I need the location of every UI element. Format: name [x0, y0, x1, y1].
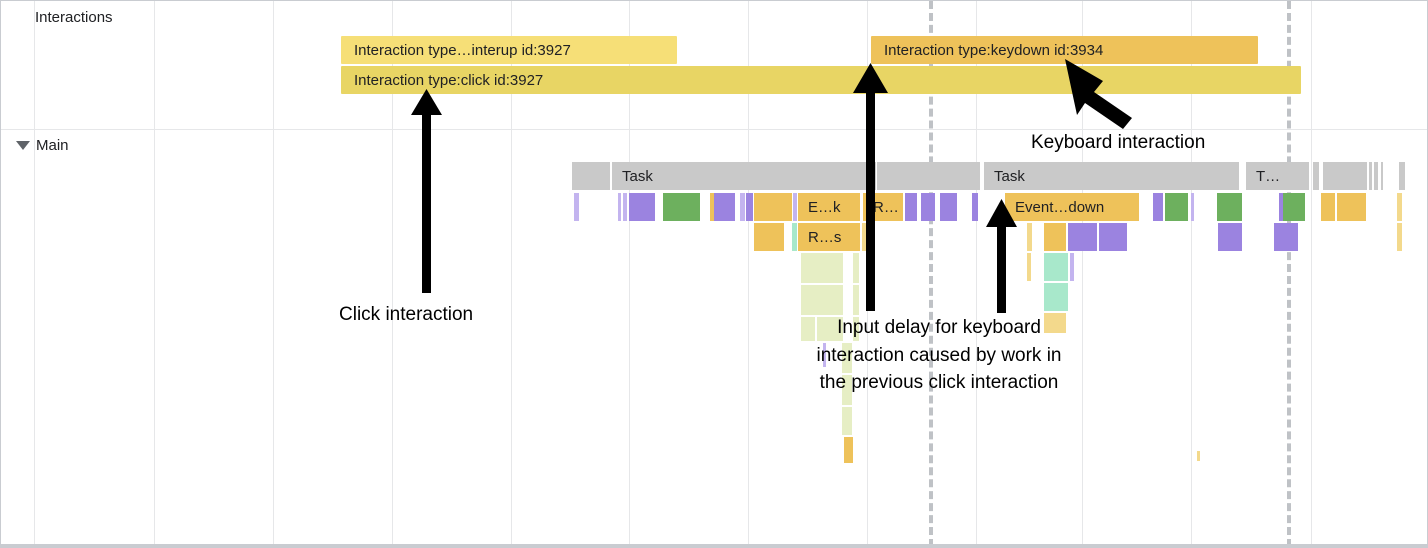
flame-deep-block[interactable]	[1044, 313, 1066, 333]
flame-event-block[interactable]	[1191, 193, 1194, 221]
track-label-interactions: Interactions	[35, 9, 113, 26]
flame-event-block[interactable]	[663, 193, 700, 221]
flame-block-label: R…s	[808, 228, 842, 246]
keyboard-interaction-annotation: Keyboard interaction	[1031, 132, 1206, 153]
flame-task-block[interactable]	[1381, 162, 1383, 190]
flame-task-block[interactable]: Task	[984, 162, 1239, 190]
flame-deep-block[interactable]	[1027, 253, 1031, 281]
flame-event-block[interactable]	[754, 193, 792, 221]
input-delay-arrow-left	[853, 63, 888, 311]
flame-subevent-block[interactable]	[862, 223, 866, 251]
flame-task-block[interactable]: Task	[612, 162, 872, 190]
flame-event-block[interactable]	[740, 193, 745, 221]
flame-event-block[interactable]	[1165, 193, 1188, 221]
flame-deep-block[interactable]	[1070, 253, 1074, 281]
flame-block-label: R…	[873, 198, 899, 216]
triangle-down-icon[interactable]	[16, 141, 30, 150]
flame-event-block[interactable]	[574, 193, 579, 221]
interaction-bar-label: Interaction type…interup id:3927	[354, 41, 571, 59]
flame-deep-block[interactable]	[853, 317, 859, 341]
flame-subevent-block[interactable]	[1027, 223, 1032, 251]
flame-subevent-block[interactable]	[1218, 223, 1242, 251]
flame-event-block[interactable]	[1337, 193, 1366, 221]
interaction-bar-pointerup[interactable]: Interaction type…interup id:3927	[341, 36, 677, 64]
flame-task-block[interactable]	[1313, 162, 1319, 190]
click-interaction-annotation: Click interaction	[339, 304, 474, 325]
flame-event-block[interactable]	[710, 193, 714, 221]
flame-deep-block[interactable]	[801, 285, 843, 315]
track-header-interactions[interactable]: Interactions	[35, 9, 113, 26]
flame-deep-block[interactable]	[801, 317, 815, 341]
flame-block-label: Task	[994, 167, 1025, 185]
flame-task-block[interactable]	[1323, 162, 1367, 190]
flame-deep-block[interactable]	[844, 437, 853, 463]
flame-event-block[interactable]	[905, 193, 917, 221]
interaction-bar-label: Interaction type:click id:3927	[354, 71, 544, 89]
flame-subevent-block[interactable]	[1068, 223, 1097, 251]
flame-event-block[interactable]	[1279, 193, 1283, 221]
flame-event-block[interactable]	[940, 193, 957, 221]
track-label-main: Main	[36, 137, 69, 154]
flame-task-block[interactable]	[877, 162, 980, 190]
flame-event-block[interactable]	[1283, 193, 1305, 221]
interaction-bar-label: Interaction type:keydown id:3934	[884, 41, 1104, 59]
flame-deep-block[interactable]	[853, 253, 859, 283]
flame-deep-block[interactable]	[842, 343, 852, 373]
flame-deep-block[interactable]	[842, 375, 852, 405]
flame-event-block[interactable]	[1321, 193, 1335, 221]
flame-event-block[interactable]	[629, 193, 655, 221]
flame-task-block[interactable]	[1369, 162, 1372, 190]
flame-block-label: Task	[622, 167, 653, 185]
flame-event-block[interactable]	[618, 193, 621, 221]
flame-task-block[interactable]	[1374, 162, 1378, 190]
flame-event-block[interactable]	[1217, 193, 1242, 221]
flame-event-block[interactable]	[921, 193, 935, 221]
flame-event-block[interactable]	[793, 193, 797, 221]
flame-block-label: Event…down	[1015, 198, 1105, 216]
flame-deep-block[interactable]	[1044, 283, 1068, 311]
flame-subevent-block[interactable]	[1099, 223, 1127, 251]
flame-task-block-short[interactable]: T…	[1246, 162, 1309, 190]
flame-task-block[interactable]	[1399, 162, 1405, 190]
flame-subevent-block-run[interactable]: R…s	[798, 223, 860, 251]
flame-subevent-block[interactable]	[754, 223, 784, 251]
flame-subevent-block[interactable]	[1044, 223, 1066, 251]
flame-deep-block[interactable]	[1197, 451, 1200, 461]
flame-deep-block[interactable]	[817, 317, 843, 341]
flame-task-block[interactable]	[572, 162, 610, 190]
flame-event-block[interactable]	[972, 193, 978, 221]
flame-deep-block[interactable]	[853, 285, 859, 315]
input-delay-arrow-right	[986, 199, 1017, 313]
flame-deep-block[interactable]	[1044, 253, 1068, 281]
flame-event-block[interactable]	[623, 193, 627, 221]
flame-event-block[interactable]	[714, 193, 735, 221]
flame-subevent-block[interactable]	[1274, 223, 1298, 251]
interaction-bar-keydown[interactable]: Interaction type:keydown id:3934	[871, 36, 1258, 64]
flame-event-block[interactable]	[746, 193, 753, 221]
flame-subevent-block[interactable]	[1397, 223, 1402, 251]
click-interaction-arrow	[411, 89, 442, 293]
keyboard-interaction-arrow	[1065, 59, 1132, 129]
flame-block-label: E…k	[808, 198, 841, 216]
flame-event-block-click[interactable]: E…k	[798, 193, 860, 221]
flame-block-label: T…	[1256, 167, 1281, 185]
flame-subevent-block[interactable]	[792, 223, 797, 251]
flame-event-block[interactable]	[1153, 193, 1163, 221]
interaction-bar-click[interactable]: Interaction type:click id:3927	[341, 66, 1301, 94]
input-delay-annotation: Input delay for keyboard interaction cau…	[816, 317, 1062, 394]
flame-deep-block[interactable]	[823, 343, 826, 367]
flame-event-block-keydown[interactable]: Event…down	[1005, 193, 1139, 221]
flame-event-block[interactable]	[1397, 193, 1402, 221]
flame-deep-block[interactable]	[842, 407, 852, 435]
flame-deep-block[interactable]	[801, 253, 843, 283]
track-header-main[interactable]: Main	[16, 137, 69, 154]
